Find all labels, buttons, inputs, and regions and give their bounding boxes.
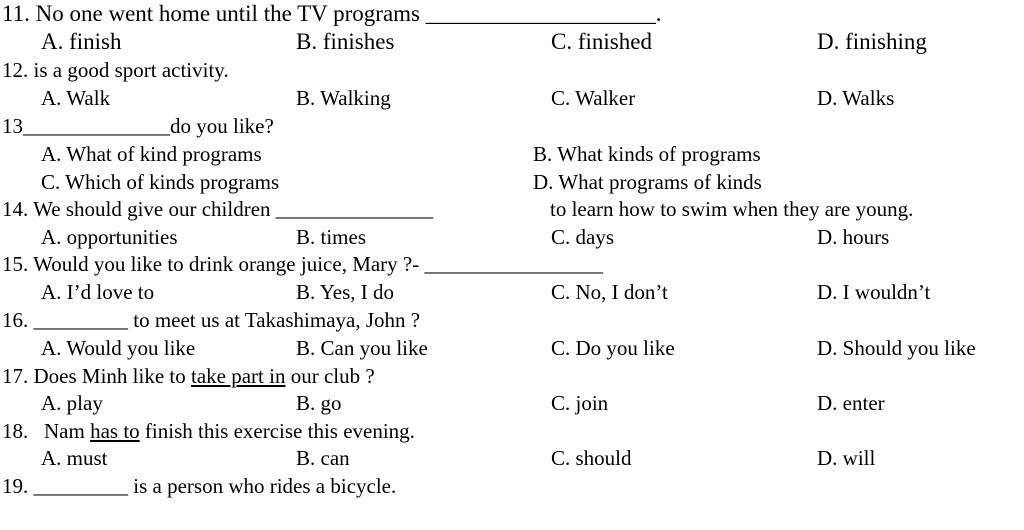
q17-stem-start: 17. Does Minh like to: [2, 364, 191, 388]
q14-option-b[interactable]: B. times: [296, 225, 367, 249]
q18-stem-start: 18. Nam: [2, 419, 91, 443]
q11-option-a[interactable]: A. finish: [41, 29, 122, 54]
q14-option-c[interactable]: C. days: [551, 225, 614, 249]
q15-option-d[interactable]: D. I wouldn’t: [817, 280, 931, 304]
question-17-stem: 17. Does Minh like to take part in our c…: [2, 366, 375, 387]
q17-option-d[interactable]: D. enter: [817, 391, 885, 415]
q17-option-b[interactable]: B. go: [296, 391, 342, 415]
question-18-stem: 18. Nam has to finish this exercise this…: [2, 421, 415, 442]
q11-option-b[interactable]: B. finishes: [296, 29, 395, 54]
q11-option-c[interactable]: C. finished: [551, 29, 652, 54]
q16-option-a[interactable]: A. Would you like: [41, 336, 196, 360]
q17-stem-end: our club ?: [285, 364, 375, 388]
question-14-stem: 14. We should give our children ________…: [2, 197, 434, 221]
question-13-stem: 13______________do you like?: [2, 114, 274, 138]
q12-option-b[interactable]: B. Walking: [296, 86, 391, 110]
q16-option-b[interactable]: B. Can you like: [296, 336, 428, 360]
q13-option-d[interactable]: D. What programs of kinds: [533, 170, 762, 194]
q15-option-a[interactable]: A. I’d love to: [41, 280, 155, 304]
q14-option-d[interactable]: D. hours: [817, 225, 890, 249]
q18-option-d[interactable]: D. will: [817, 446, 876, 470]
question-14-stem-continued: to learn how to swim when they are young…: [550, 197, 914, 221]
q17-option-c[interactable]: C. join: [551, 391, 609, 415]
q16-option-d[interactable]: D. Should you like: [817, 336, 976, 360]
q12-option-d[interactable]: D. Walks: [817, 86, 895, 110]
q12-option-c[interactable]: C. Walker: [551, 86, 636, 110]
q13-option-a[interactable]: A. What of kind programs: [41, 142, 262, 166]
q18-stem-end: finish this exercise this evening.: [139, 419, 415, 443]
q11-option-d[interactable]: D. finishing: [817, 29, 927, 54]
q14-option-a[interactable]: A. opportunities: [41, 225, 178, 249]
q18-underlined-phrase: has to: [90, 419, 140, 443]
q18-option-b[interactable]: B. can: [296, 446, 350, 470]
q12-option-a[interactable]: A. Walk: [41, 86, 111, 110]
q15-option-c[interactable]: C. No, I don’t: [551, 280, 668, 304]
question-12-stem: 12. is a good sport activity.: [2, 58, 229, 82]
q18-option-c[interactable]: C. should: [551, 446, 632, 470]
q13-option-b[interactable]: B. What kinds of programs: [533, 142, 761, 166]
question-16-stem: 16. _________ to meet us at Takashimaya,…: [2, 308, 421, 332]
q15-option-b[interactable]: B. Yes, I do: [296, 280, 395, 304]
q13-option-c[interactable]: C. Which of kinds programs: [41, 170, 280, 194]
question-11-stem: 11. No one went home until the TV progra…: [2, 1, 662, 26]
q17-underlined-phrase: take part in: [191, 364, 286, 388]
question-19-stem: 19. _________ is a person who rides a bi…: [2, 474, 397, 498]
q18-option-a[interactable]: A. must: [41, 446, 108, 470]
q16-option-c[interactable]: C. Do you like: [551, 336, 675, 360]
question-15-stem: 15. Would you like to drink orange juice…: [2, 252, 603, 276]
q17-option-a[interactable]: A. play: [41, 391, 103, 415]
